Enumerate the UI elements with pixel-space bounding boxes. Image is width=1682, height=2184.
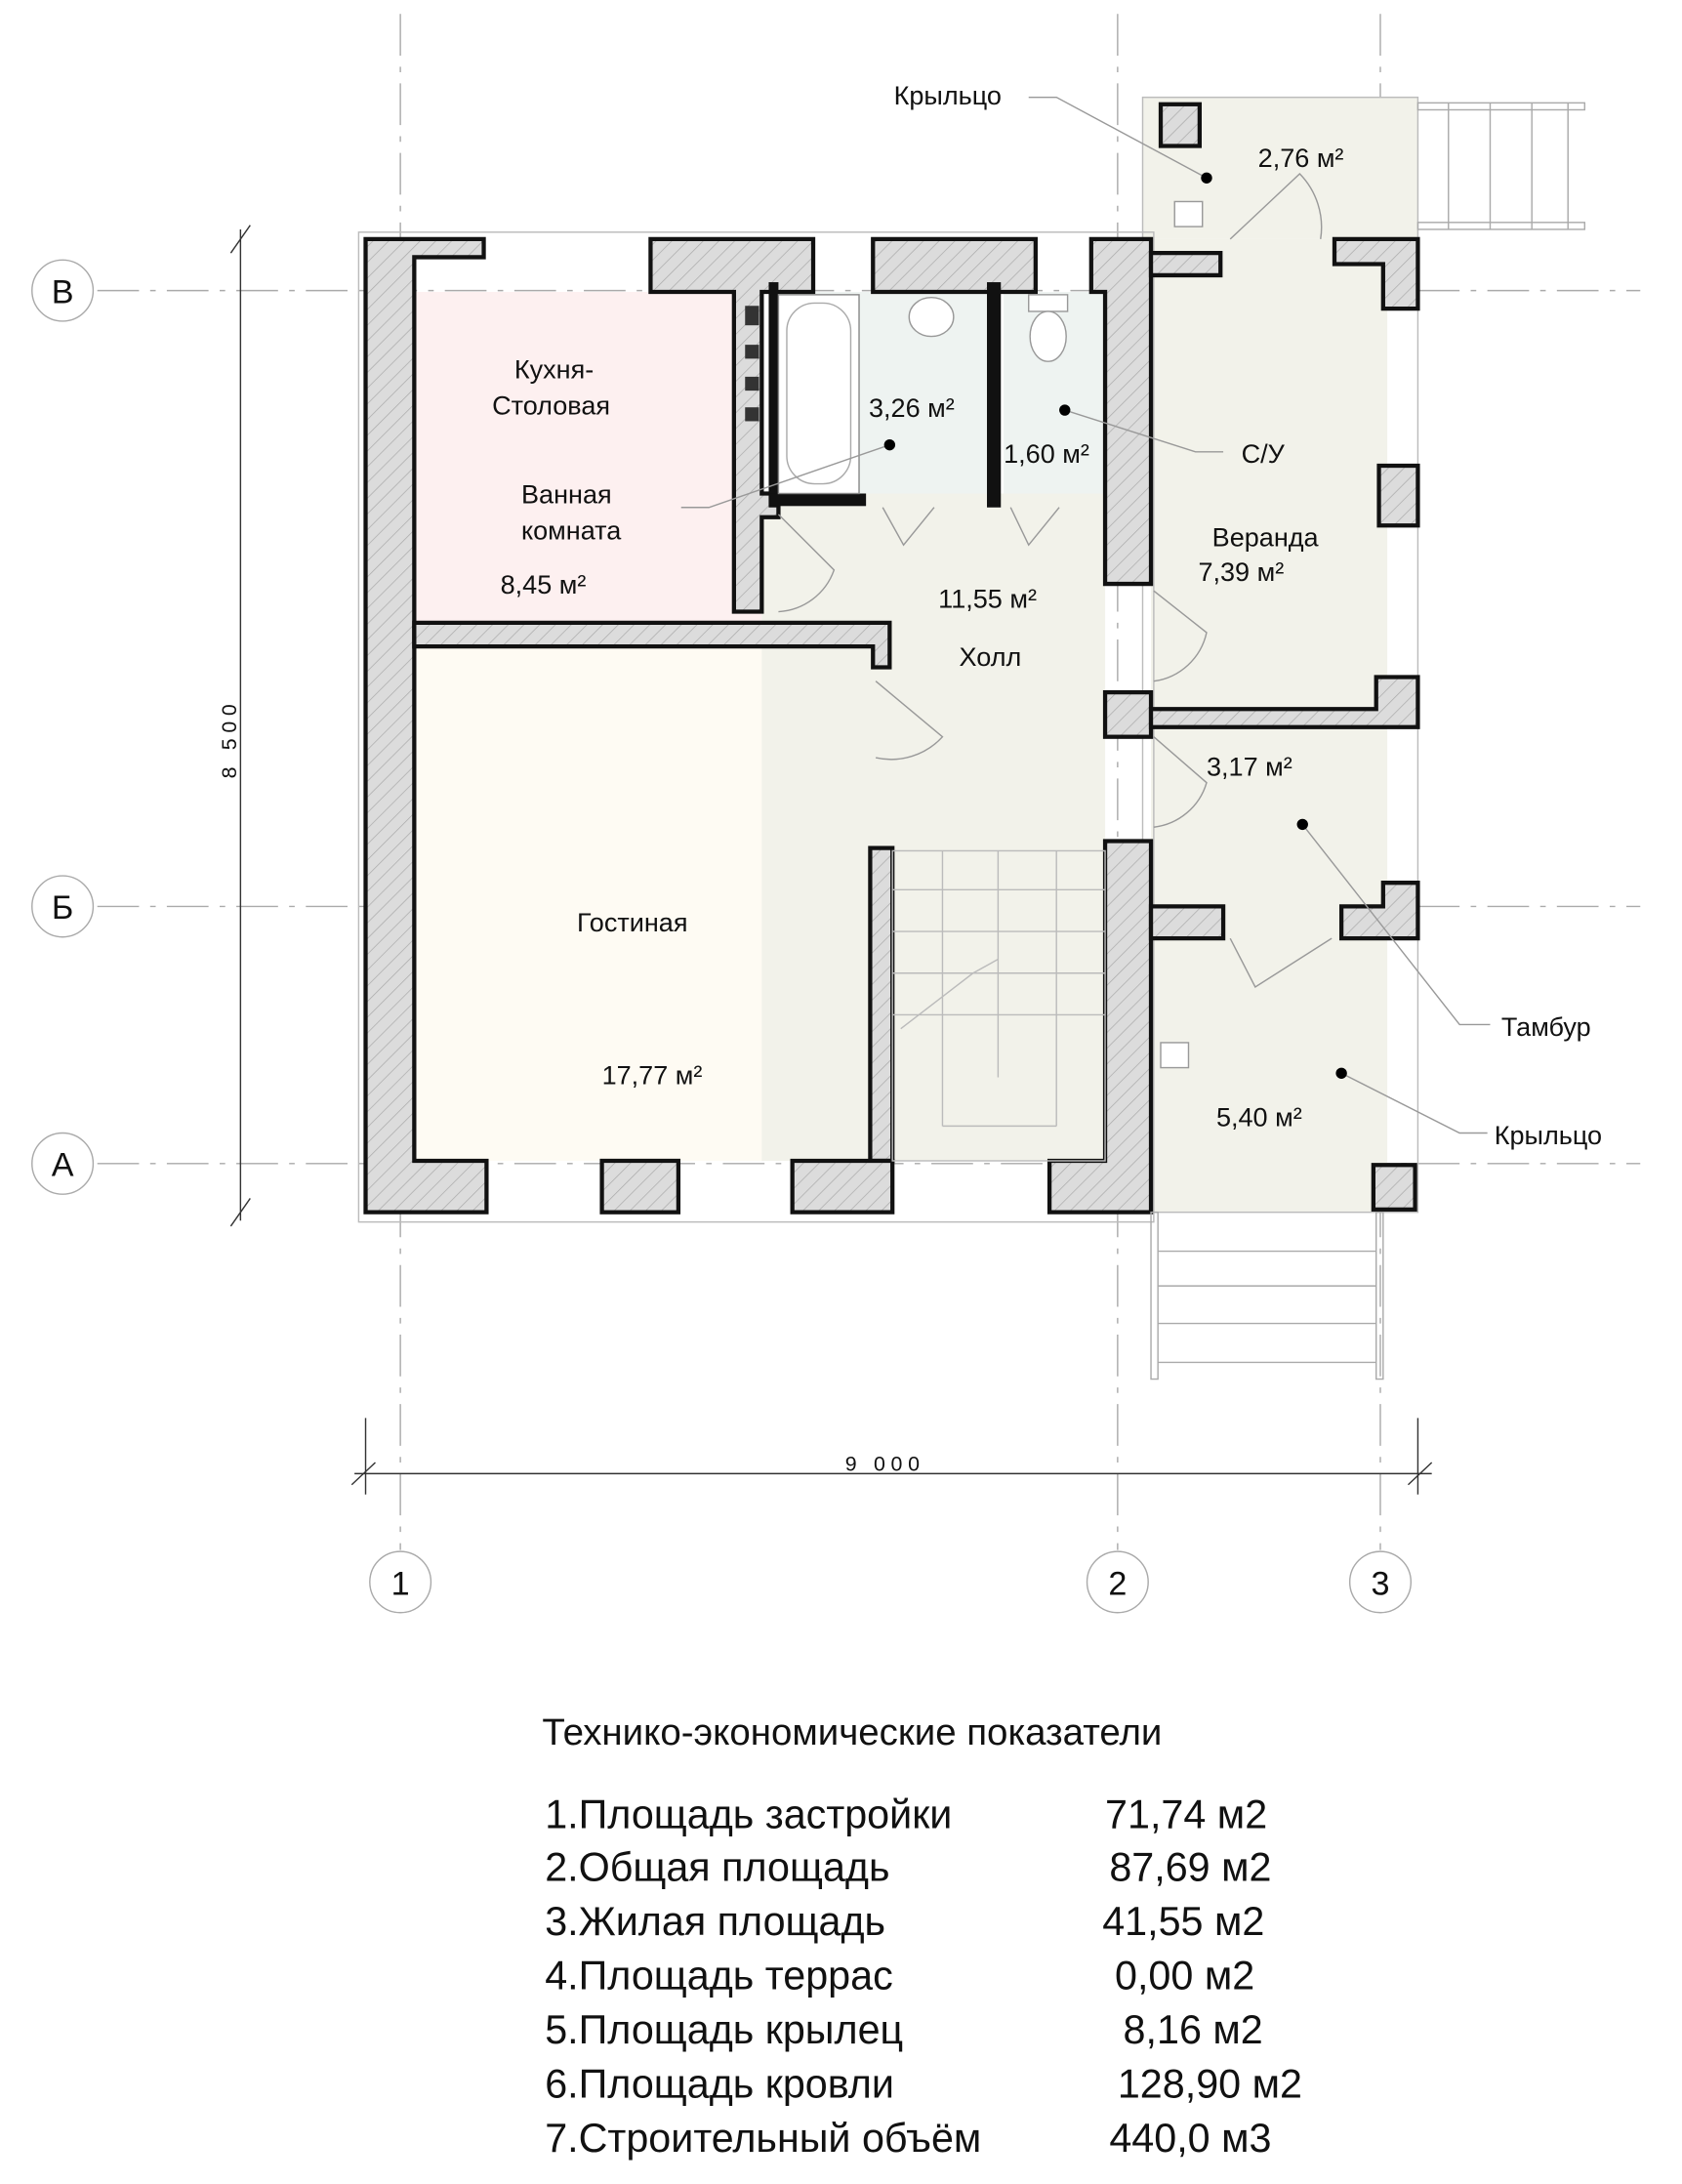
veranda-area: 7,39 м²	[1198, 557, 1284, 587]
indicator-value: 87,69 м2	[1109, 1845, 1271, 1890]
bathtub-icon	[777, 294, 860, 495]
porch-top-callout: Крыльцо	[894, 81, 1002, 110]
vestibule-area: 3,17 м²	[1207, 753, 1292, 782]
living-name: Гостиная	[577, 908, 688, 937]
kitchen-name: Кухня-	[514, 354, 594, 384]
drain-icon	[1160, 1042, 1190, 1069]
toilet-icon	[1028, 294, 1069, 362]
indicator-label: 1.Площадь застройки	[545, 1792, 952, 1836]
wc-area: 1,60 м²	[1004, 439, 1089, 469]
bath-area: 3,26 м²	[869, 393, 955, 423]
indicator-label: 7.Строительный объём	[545, 2116, 981, 2161]
room-markers	[883, 172, 1347, 1079]
indicator-label: 2.Общая площадь	[545, 1845, 889, 1890]
veranda-name: Веранда	[1212, 523, 1320, 553]
porch-top-area: 2,76 м²	[1258, 144, 1344, 173]
kitchen-area: 8,45 м²	[501, 570, 587, 599]
axis-col-3: 3	[1371, 1565, 1389, 1602]
porch-bottom-area: 5,40 м²	[1216, 1102, 1302, 1132]
indicator-value: 128,90 м2	[1118, 2062, 1302, 2107]
indicator-label: 5.Площадь крылец	[545, 2007, 903, 2052]
porch-bottom-callout: Крыльцо	[1495, 1121, 1602, 1150]
stairs	[891, 849, 1106, 1162]
indicator-value: 0,00 м2	[1115, 1954, 1254, 1999]
wc-callout: С/У	[1242, 439, 1286, 469]
dimension-lines	[229, 225, 1433, 1495]
axis-row-a: А	[52, 1147, 74, 1184]
kitchen-fill	[414, 292, 762, 622]
kitchen-name-2: Столовая	[492, 391, 610, 420]
dimension-width: 9 000	[845, 1453, 925, 1476]
bath-callout: Ванная	[521, 479, 612, 509]
hall-name: Холл	[960, 642, 1022, 672]
dimension-height: 8 500	[218, 699, 241, 779]
porch-steps-bottom	[1150, 1211, 1384, 1380]
indicator-value: 41,55 м2	[1102, 1899, 1264, 1944]
indicators-title: Технико-экономические показатели	[542, 1711, 1162, 1753]
living-area: 17,77 м²	[602, 1061, 703, 1091]
walls	[363, 102, 1420, 1215]
indicator-label: 3.Жилая площадь	[545, 1899, 885, 1944]
hall-fill	[761, 493, 1106, 1161]
hall-area: 11,55 м²	[938, 584, 1037, 613]
drain-icon	[1173, 200, 1204, 227]
axis-bubbles	[31, 259, 1413, 1614]
axis-row-v: В	[52, 273, 74, 310]
porch-steps-top	[1416, 102, 1586, 230]
bath-callout-2: комната	[521, 515, 622, 545]
indicator-label: 4.Площадь террас	[545, 1954, 893, 1999]
indicator-value: 440,0 м3	[1109, 2116, 1271, 2161]
axis-col-1: 1	[391, 1565, 410, 1602]
sink-icon	[908, 297, 955, 338]
indicator-label: 6.Площадь кровли	[545, 2062, 894, 2107]
doors[interactable]	[777, 172, 1333, 989]
indicator-value: 71,74 м2	[1105, 1792, 1267, 1836]
axis-row-b: Б	[52, 889, 73, 927]
axis-col-2: 2	[1108, 1565, 1127, 1602]
indicators-table: Технико-экономические показатели 1.Площа…	[542, 1711, 1302, 2161]
vestibule-callout: Тамбур	[1501, 1012, 1591, 1042]
indicator-value: 8,16 м2	[1124, 2007, 1263, 2052]
callout-leaders	[680, 96, 1491, 1134]
